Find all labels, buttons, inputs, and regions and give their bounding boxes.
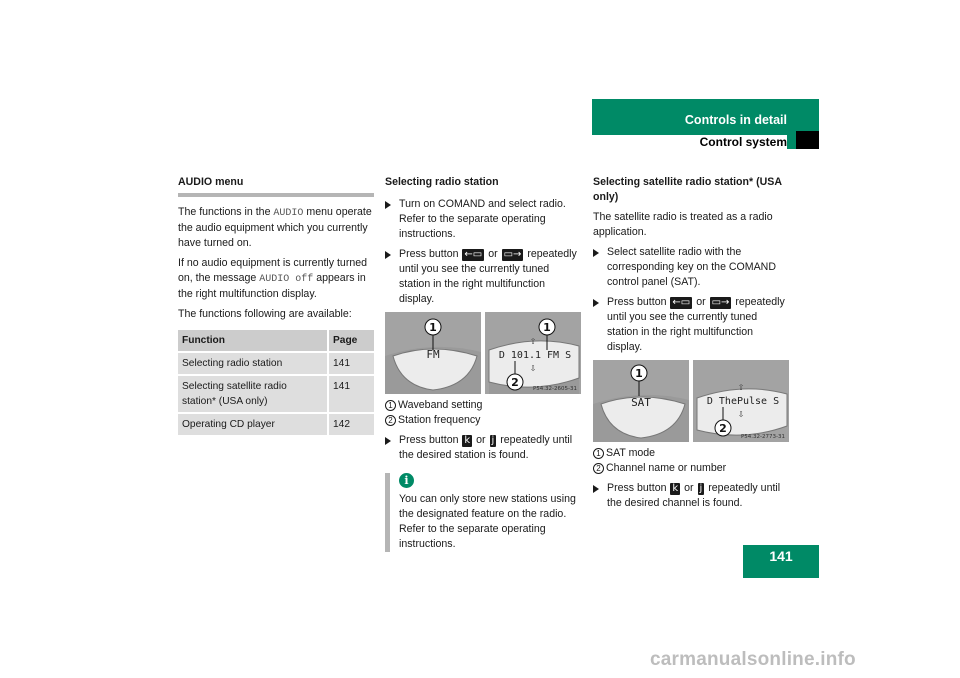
- step-select-satellite: Select satellite radio with the correspo…: [593, 245, 789, 290]
- display-prev-button-icon: ←▭: [462, 249, 485, 261]
- step-arrow-icon: [385, 437, 391, 445]
- heading-audio-menu: AUDIO menu: [178, 176, 244, 188]
- callout-2: 2: [511, 376, 519, 389]
- callout-1: 1: [635, 367, 643, 380]
- up-arrow-icon: ⇧: [530, 337, 537, 346]
- column-satellite-radio: Selecting satellite radio station* (USA …: [593, 175, 789, 516]
- figure-caption: P54.32-2773-31: [741, 434, 785, 440]
- step-press-display-button: Press button ←▭ or ▭→ repeatedly until y…: [593, 295, 789, 355]
- step-press-display-button: Press button ←▭ or ▭→ repeatedly until y…: [385, 247, 581, 307]
- table-row: Operating CD player 142: [178, 413, 374, 437]
- callout-1: 1: [543, 321, 551, 334]
- table-cell-page: 141: [327, 375, 374, 414]
- heading-satellite-radio: Selecting satellite radio station* (USA …: [593, 176, 782, 203]
- table-cell-function: Selecting satellite radio station* (USA …: [178, 375, 328, 414]
- info-text: You can only store new stations using th…: [399, 493, 576, 550]
- radio-display-illustration: 1 FM 1 ⇧ D 101.1 FM S ⇩ 2 P54.32-2605-31: [385, 311, 581, 394]
- step-press-tune-button: Press button k or j repeatedly until the…: [593, 481, 789, 511]
- display-text-sat: SAT: [631, 396, 651, 409]
- step-turn-on: Turn on COMAND and select radio. Refer t…: [385, 197, 581, 242]
- callout-2: 2: [719, 422, 727, 435]
- tune-up-button-icon: k: [670, 483, 681, 495]
- paragraph-audio-intro: The functions in the AUDIO menu operate …: [178, 206, 372, 249]
- display-text-channel: D ThePulse S: [707, 396, 779, 407]
- page-number: 141: [743, 545, 819, 578]
- down-arrow-icon: ⇩: [738, 410, 745, 419]
- table-cell-function: Operating CD player: [178, 413, 328, 437]
- step-arrow-icon: [385, 251, 391, 259]
- column-radio-station: Selecting radio station Turn on COMAND a…: [385, 175, 581, 552]
- step-arrow-icon: [593, 485, 599, 493]
- info-icon: i: [399, 473, 414, 488]
- section-title: Controls in detail: [684, 113, 787, 127]
- step-press-tune-button: Press button k or j repeatedly until the…: [385, 433, 581, 463]
- table-row: Selecting radio station 141: [178, 352, 374, 376]
- radio-display-figure: 1 FM 1 ⇧ D 101.1 FM S ⇩ 2 P54.32-2605-31: [385, 311, 581, 394]
- up-arrow-icon: ⇧: [738, 383, 745, 392]
- tune-up-button-icon: k: [462, 435, 473, 447]
- display-prev-button-icon: ←▭: [670, 297, 693, 309]
- step-arrow-icon: [385, 201, 391, 209]
- satellite-display-figure: 1 SAT ⇧ D ThePulse S ⇩ 2 P54.32-2773-31: [593, 360, 789, 442]
- display-text-frequency: D 101.1 FM S: [499, 350, 571, 361]
- heading-rule: [178, 193, 374, 197]
- paragraph-satellite-intro: The satellite radio is treated as a radi…: [593, 211, 773, 238]
- heading-radio-station: Selecting radio station: [385, 176, 499, 188]
- callout-1: 1: [429, 321, 437, 334]
- table-row: Selecting satellite radio station* (USA …: [178, 375, 374, 414]
- info-note: i You can only store new stations using …: [385, 473, 581, 552]
- satellite-display-illustration: 1 SAT ⇧ D ThePulse S ⇩ 2 P54.32-2773-31: [593, 360, 789, 442]
- paragraph-audio-off: If no audio equipment is currently turne…: [178, 257, 368, 300]
- step-arrow-icon: [593, 249, 599, 257]
- tune-down-button-icon: j: [489, 435, 497, 447]
- figure-caption: P54.32-2605-31: [533, 386, 577, 392]
- display-next-button-icon: ▭→: [501, 249, 524, 261]
- column-audio-menu: AUDIO menu The functions in the AUDIO me…: [178, 175, 374, 437]
- table-cell-page: 142: [327, 413, 374, 437]
- header-corner-block: [796, 131, 819, 149]
- display-text-fm: FM: [426, 348, 440, 361]
- step-arrow-icon: [593, 299, 599, 307]
- table-header-page: Page: [327, 330, 374, 353]
- paragraph-functions: The functions following are available:: [178, 308, 352, 320]
- table-header-function: Function: [178, 330, 328, 353]
- display-next-button-icon: ▭→: [709, 297, 732, 309]
- tune-down-button-icon: j: [697, 483, 705, 495]
- watermark: carmanualsonline.info: [650, 649, 856, 670]
- table-cell-page: 141: [327, 352, 374, 376]
- function-table: Function Page Selecting radio station 14…: [178, 330, 374, 437]
- subsection-title: Control system: [592, 135, 787, 150]
- down-arrow-icon: ⇩: [530, 364, 537, 373]
- table-cell-function: Selecting radio station: [178, 352, 328, 376]
